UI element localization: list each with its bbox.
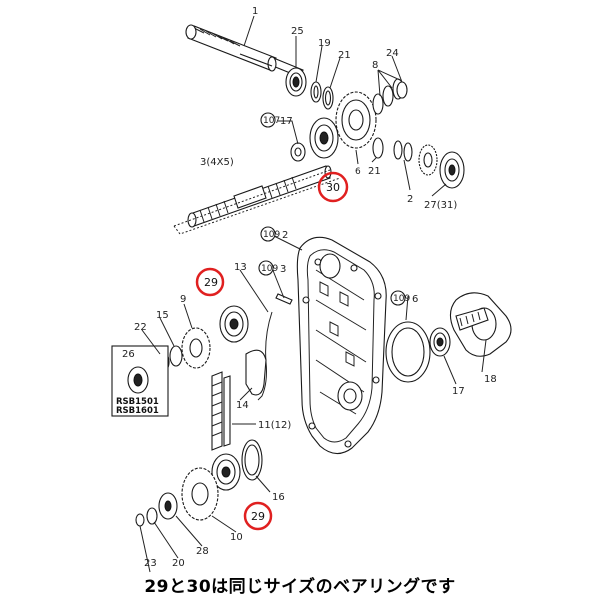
label-8: 8	[372, 60, 378, 71]
label-17-lower: 17	[452, 386, 465, 397]
label-10: 10	[230, 532, 243, 543]
bearing-25	[285, 67, 307, 97]
label-28: 28	[196, 546, 209, 557]
label-25: 25	[291, 26, 304, 37]
label-15: 15	[156, 310, 169, 321]
label-21-lower: 21	[368, 166, 381, 177]
chain-11	[211, 371, 231, 451]
leader-lines	[139, 15, 487, 573]
label-rsb1601: RSB1601	[116, 406, 159, 416]
label-109c: 109	[393, 294, 410, 304]
ring-20	[146, 507, 158, 525]
label-107-circle	[260, 112, 276, 128]
ring-21-lower	[372, 137, 384, 159]
bearing-28	[158, 492, 178, 520]
label-16: 16	[272, 492, 285, 503]
highlight-circle-29-upper	[195, 267, 225, 297]
label-3-pin: 3	[280, 264, 286, 275]
small-gear	[418, 144, 438, 176]
label-20: 20	[172, 558, 185, 569]
label-13: 13	[234, 262, 247, 273]
spacer-17-upper	[290, 142, 306, 162]
label-18: 18	[484, 374, 497, 385]
label-11-12: 11(12)	[258, 420, 291, 431]
label-2-cover: 2	[282, 230, 288, 241]
label-3-shaft: 3(4X5)	[200, 157, 234, 168]
bearing-29-lower	[211, 453, 241, 491]
label-6-seal: 6	[412, 294, 418, 305]
sprocket-10	[181, 467, 219, 521]
caption-text: 29と30は同じサイズのベアリングです	[144, 577, 456, 597]
ring-15	[169, 345, 183, 367]
label-109a-circle	[260, 226, 276, 242]
label-17-upper: 17	[280, 116, 293, 127]
ring-16	[241, 439, 263, 481]
label-29-upper: 29	[204, 276, 218, 289]
label-rsb1501: RSB1501	[116, 397, 159, 407]
label-109b: 109	[261, 264, 278, 274]
large-gear	[335, 91, 377, 149]
seal-6	[385, 321, 431, 383]
label-24: 24	[386, 48, 399, 59]
splined-shaft-3	[187, 165, 332, 228]
label-27: 27(31)	[424, 200, 457, 211]
ring-21-upper	[322, 86, 334, 110]
label-22: 22	[134, 322, 147, 333]
label-23: 23	[144, 558, 157, 569]
bearing-17-lower	[429, 327, 451, 357]
label-21-upper: 21	[338, 50, 351, 61]
bearing-29-upper	[219, 305, 249, 343]
flange-18	[449, 292, 512, 357]
label-6-upper: 6	[355, 167, 361, 177]
label-29-lower: 29	[251, 510, 265, 523]
ring-24	[396, 81, 408, 99]
label-109a: 109	[263, 230, 280, 240]
label-19: 19	[318, 38, 331, 49]
transmission-cover	[296, 236, 387, 455]
bearing-27	[439, 151, 465, 189]
sprocket-9	[181, 327, 211, 369]
label-30: 30	[326, 181, 340, 194]
tensioner-14	[245, 349, 267, 396]
rings-2-group	[393, 140, 413, 162]
pin-3	[275, 293, 293, 305]
highlight-circle-29-lower	[243, 501, 273, 531]
label-9: 9	[180, 294, 186, 305]
label-26: 26	[122, 349, 135, 360]
label-107: 107	[263, 116, 280, 126]
highlight-circle-30	[317, 171, 349, 203]
main-shaft	[185, 24, 304, 78]
label-1: 1	[252, 6, 258, 17]
label-109c-circle	[390, 290, 406, 306]
label-2-upper: 2	[407, 194, 413, 205]
bearing-30	[309, 117, 339, 159]
label-14: 14	[236, 400, 249, 411]
bearing-26-box	[111, 345, 169, 417]
washer-19	[310, 81, 322, 103]
label-109b-circle	[258, 260, 274, 276]
ring-23	[135, 513, 145, 527]
